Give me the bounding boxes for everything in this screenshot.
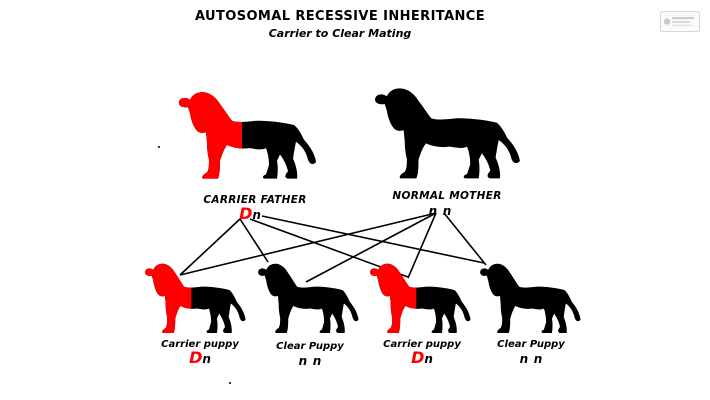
logo-mark-icon xyxy=(663,17,694,27)
father-allele-2: n xyxy=(252,208,261,222)
line-mother-puppy-4 xyxy=(443,212,487,266)
puppy-2-label: Clear Puppy xyxy=(276,341,344,352)
mother-dog xyxy=(372,81,522,185)
dog-silhouette-icon xyxy=(375,88,520,179)
magazine-logo xyxy=(660,11,700,32)
mother-allele-1: n xyxy=(428,204,438,218)
puppy-2-allele-1: n xyxy=(298,354,308,368)
father-label: CARRIER FATHER xyxy=(203,194,307,206)
puppy-2-allele-2: n xyxy=(312,354,322,368)
dog-silhouette-icon xyxy=(145,263,246,333)
line-mother-puppy-3 xyxy=(407,212,437,279)
puppy-4-label: Clear Puppy xyxy=(497,339,565,350)
father-dog xyxy=(176,85,318,185)
stray-dot xyxy=(229,382,231,384)
line-father-puppy-4 xyxy=(261,215,485,264)
line-father-puppy-1 xyxy=(179,218,241,276)
puppy-2-genotype: n n xyxy=(270,352,350,368)
line-father-puppy-2 xyxy=(239,218,269,263)
father-allele-1: D xyxy=(239,204,253,223)
mother-genotype: n n xyxy=(395,202,485,218)
puppy-3-label: Carrier puppy xyxy=(383,339,461,350)
puppy-4-dog xyxy=(478,258,582,338)
dog-silhouette-icon xyxy=(258,263,359,333)
puppy-3-allele-1: D xyxy=(411,348,425,367)
puppy-3-allele-2: n xyxy=(424,352,433,366)
diagram-title: AUTOSOMAL RECESSIVE INHERITANCE xyxy=(194,9,486,24)
dog-silhouette-icon xyxy=(178,92,316,179)
puppy-4-allele-2: n xyxy=(533,352,543,366)
puppy-3-genotype: Dn xyxy=(382,350,462,366)
puppy-4-allele-1: n xyxy=(519,352,529,366)
puppy-1-genotype: Dn xyxy=(160,350,240,366)
father-genotype: Dn xyxy=(205,206,295,222)
diagram-subtitle: Carrier to Clear Mating xyxy=(268,27,412,40)
dog-silhouette-icon xyxy=(480,263,581,333)
mother-allele-2: n xyxy=(442,204,452,218)
puppy-1-allele-1: D xyxy=(189,348,203,367)
puppy-1-label: Carrier puppy xyxy=(161,339,239,350)
puppy-4-genotype: n n xyxy=(491,350,571,366)
dog-silhouette-icon xyxy=(370,263,471,333)
stray-dot xyxy=(158,146,160,148)
puppy-3-dog xyxy=(368,258,472,338)
line-mother-puppy-2 xyxy=(305,212,437,283)
mother-label: NORMAL MOTHER xyxy=(392,190,502,202)
puppy-1-allele-2: n xyxy=(202,352,211,366)
puppy-2-dog xyxy=(256,258,360,338)
puppy-1-dog xyxy=(143,258,247,338)
line-mother-puppy-1 xyxy=(179,212,437,276)
